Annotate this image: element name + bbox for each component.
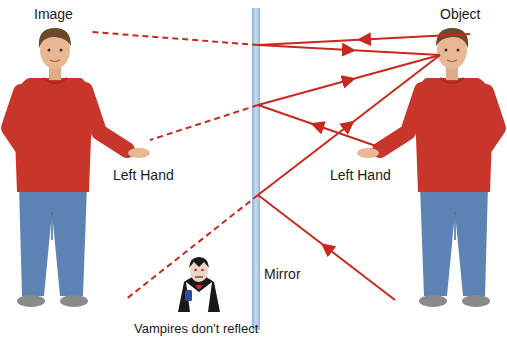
hand-label: Left Hand <box>330 167 391 183</box>
incident-ray <box>258 105 376 146</box>
vampire-icon <box>178 257 220 312</box>
mirror-pane <box>252 8 260 330</box>
virtual-rays <box>92 32 258 300</box>
shirt <box>186 282 212 312</box>
incident-ray <box>258 195 395 300</box>
mirror-label: Mirror <box>264 266 301 282</box>
reflected-ray <box>258 45 440 55</box>
caption-note: Vampires don't reflect <box>134 322 258 337</box>
virtual-ray <box>92 32 258 45</box>
object-label: Object <box>440 6 480 22</box>
reflected-ray <box>258 55 440 105</box>
mouth <box>195 276 203 277</box>
eye <box>194 269 197 272</box>
eye <box>201 269 204 272</box>
incident-ray <box>258 34 470 45</box>
virtual-ray <box>150 105 258 140</box>
light-rays <box>258 34 470 300</box>
reflected-ray <box>258 55 440 195</box>
image-label: Image <box>34 6 73 22</box>
hair <box>189 257 209 268</box>
bow <box>195 285 203 290</box>
hand-label: Left Hand <box>113 167 174 183</box>
can <box>185 290 192 301</box>
